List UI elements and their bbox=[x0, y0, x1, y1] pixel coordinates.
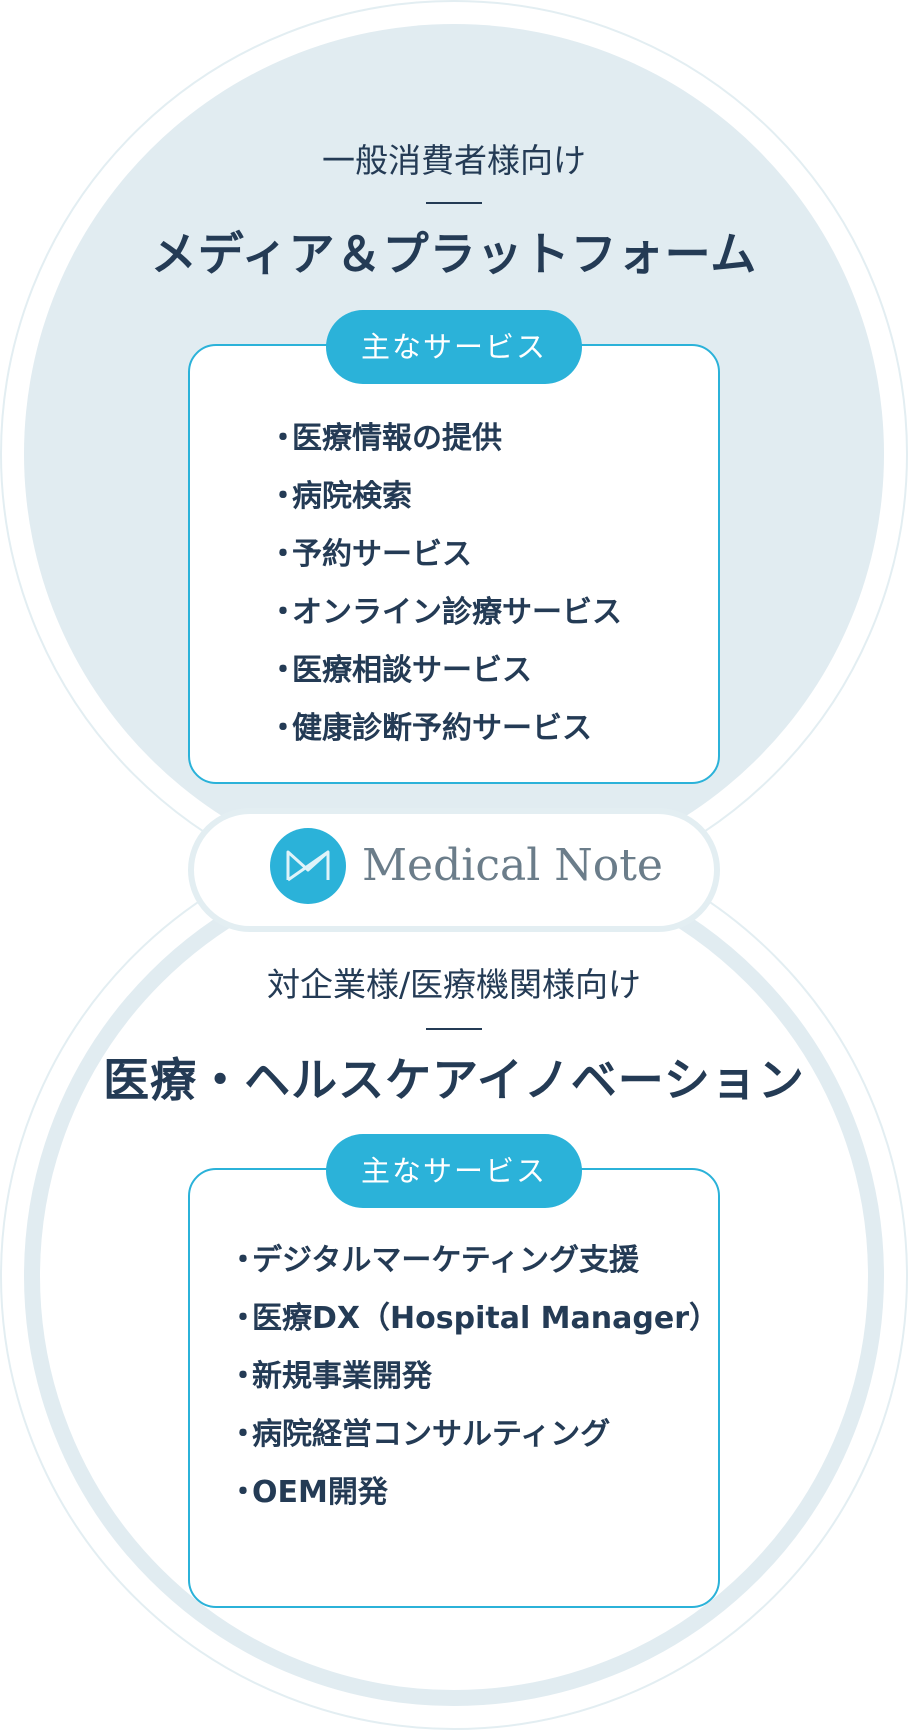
service-item: ・医療DX（Hospital Manager） bbox=[228, 1290, 719, 1348]
service-label: 予約サービス bbox=[292, 537, 472, 572]
service-item: ・新規事業開発 bbox=[228, 1348, 719, 1406]
service-item: ・オンライン診療サービス bbox=[268, 584, 622, 642]
bullet: ・ bbox=[268, 653, 298, 688]
service-item: ・OEM開発 bbox=[228, 1464, 719, 1522]
service-item: ・健康診断予約サービス bbox=[268, 700, 622, 758]
service-label: 医療情報の提供 bbox=[292, 421, 502, 456]
bullet: ・ bbox=[268, 595, 298, 630]
top-divider bbox=[426, 202, 482, 204]
service-label: オンライン診療サービス bbox=[292, 595, 622, 630]
bullet: ・ bbox=[268, 479, 298, 514]
bullet: ・ bbox=[268, 711, 298, 746]
bullet: ・ bbox=[268, 537, 298, 572]
bottom-title: 医療・ヘルスケアイノベーション bbox=[103, 1053, 805, 1107]
service-item: ・医療情報の提供 bbox=[268, 410, 622, 468]
service-label: 病院経営コンサルティング bbox=[252, 1417, 611, 1452]
bullet: ・ bbox=[268, 421, 298, 456]
bullet: ・ bbox=[228, 1301, 258, 1336]
top-title: メディア＆プラットフォーム bbox=[150, 227, 758, 281]
bullet: ・ bbox=[228, 1475, 258, 1510]
top-subtitle: 一般消費者様向け bbox=[322, 141, 586, 180]
bottom-subtitle: 対企業様/医療機関様向け bbox=[266, 965, 642, 1004]
service-item: ・病院経営コンサルティング bbox=[228, 1406, 719, 1464]
top-services-label: 主なサービス bbox=[326, 310, 582, 384]
service-label: 病院検索 bbox=[292, 479, 412, 514]
service-label: 新規事業開発 bbox=[252, 1359, 432, 1394]
bottom-divider bbox=[426, 1028, 482, 1030]
bullet: ・ bbox=[228, 1417, 258, 1452]
top-services-card bbox=[188, 344, 720, 784]
service-item: ・医療相談サービス bbox=[268, 642, 622, 700]
service-label: 医療DX（Hospital Manager） bbox=[252, 1301, 719, 1336]
service-item: ・デジタルマーケティング支援 bbox=[228, 1232, 719, 1290]
medical-note-logo-icon bbox=[270, 828, 346, 904]
bullet: ・ bbox=[228, 1243, 258, 1278]
bullet: ・ bbox=[228, 1359, 258, 1394]
service-item: ・予約サービス bbox=[268, 526, 622, 584]
bottom-services-label: 主なサービス bbox=[326, 1134, 582, 1208]
service-label: 健康診断予約サービス bbox=[292, 711, 592, 746]
bottom-services-list: ・デジタルマーケティング支援・医療DX（Hospital Manager）・新規… bbox=[228, 1232, 719, 1522]
service-label: デジタルマーケティング支援 bbox=[252, 1243, 639, 1278]
logo-text: Medical Note bbox=[362, 840, 663, 891]
service-item: ・病院検索 bbox=[268, 468, 622, 526]
top-services-list: ・医療情報の提供・病院検索・予約サービス・オンライン診療サービス・医療相談サービ… bbox=[268, 410, 622, 758]
service-label: 医療相談サービス bbox=[292, 653, 532, 688]
bottom-services-card bbox=[188, 1168, 720, 1608]
service-label: OEM開発 bbox=[252, 1475, 388, 1510]
